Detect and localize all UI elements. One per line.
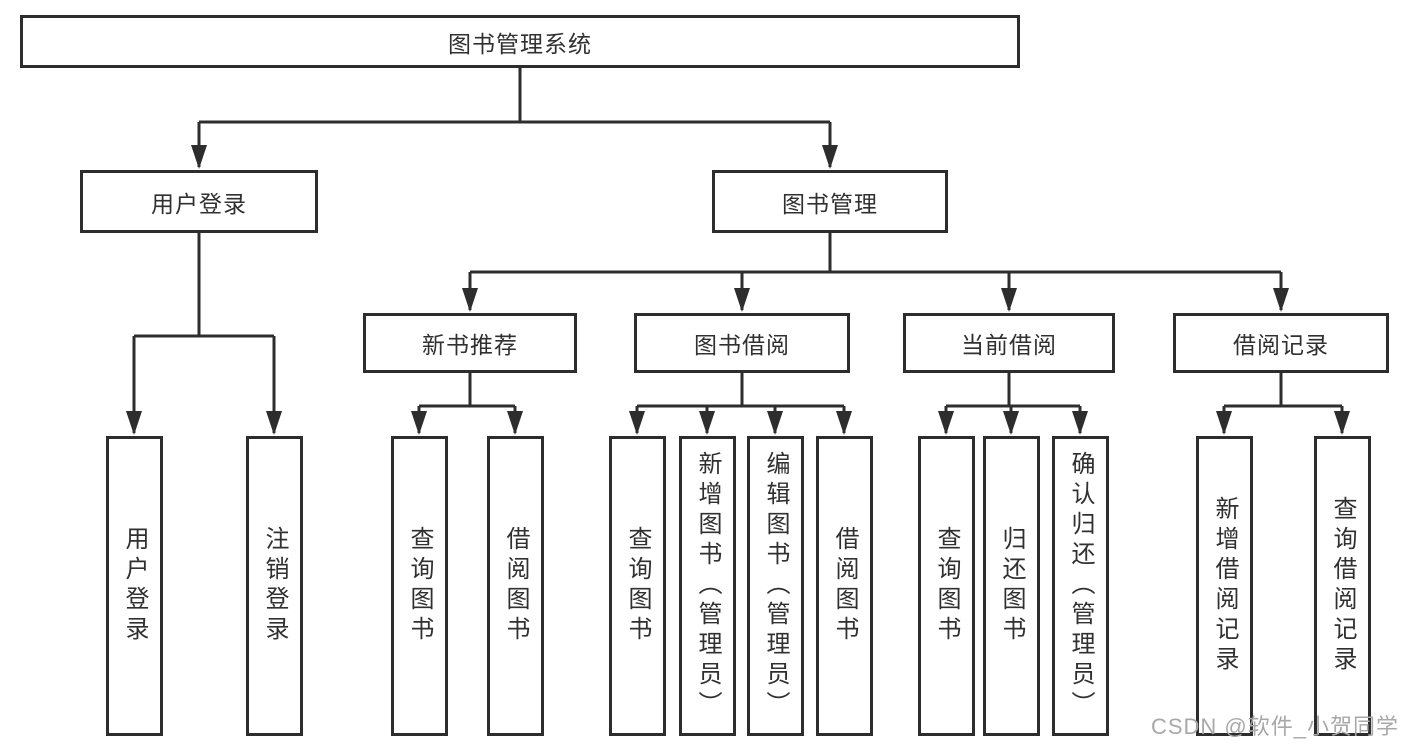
node-borrowing-records: 借阅记录: [1173, 313, 1389, 373]
leaf-label: 新增图书（管理员）: [694, 451, 721, 721]
leaf-borrow-books: 借阅图书: [816, 436, 873, 736]
leaf-label: 归还图书: [998, 526, 1025, 646]
leaf-label: 查询图书: [624, 526, 651, 646]
node-current-borrowing: 当前借阅: [903, 313, 1115, 373]
leaf-label: 查询图书: [933, 526, 960, 646]
leaf-query-borrow-record: 查询借阅记录: [1314, 436, 1371, 736]
node-book-borrowing: 图书借阅: [634, 313, 850, 373]
leaf-label: 注销登录: [261, 526, 288, 646]
node-book-management: 图书管理: [712, 170, 948, 233]
node-new-book-recommendation: 新书推荐: [363, 313, 577, 373]
leaf-logout: 注销登录: [246, 436, 303, 736]
leaf-label: 借阅图书: [502, 526, 529, 646]
leaf-label: 借阅图书: [831, 526, 858, 646]
leaf-borrow-books-recommend: 借阅图书: [487, 436, 544, 736]
leaf-confirm-return-admin: 确认归还（管理员）: [1052, 436, 1109, 736]
leaf-label: 确认归还（管理员）: [1067, 451, 1094, 721]
leaf-add-book-admin: 新增图书（管理员）: [679, 436, 736, 736]
leaf-edit-book-admin: 编辑图书（管理员）: [747, 436, 804, 736]
leaf-user-login: 用户登录: [106, 436, 163, 736]
node-user-login: 用户登录: [80, 170, 318, 233]
leaf-label: 查询图书: [406, 526, 433, 646]
node-library-management-system: 图书管理系统: [20, 15, 1020, 68]
leaf-return-books: 归还图书: [983, 436, 1040, 736]
leaf-label: 编辑图书（管理员）: [762, 451, 789, 721]
leaf-add-borrow-record: 新增借阅记录: [1196, 436, 1253, 736]
leaf-label: 新增借阅记录: [1211, 496, 1238, 676]
leaf-query-books-recommend: 查询图书: [391, 436, 448, 736]
leaf-label: 用户登录: [121, 526, 148, 646]
leaf-query-books-borrowing: 查询图书: [609, 436, 666, 736]
leaf-label: 查询借阅记录: [1329, 496, 1356, 676]
csdn-watermark: CSDN @软件_小贺同学: [1150, 714, 1399, 739]
leaf-query-books-current: 查询图书: [918, 436, 975, 736]
